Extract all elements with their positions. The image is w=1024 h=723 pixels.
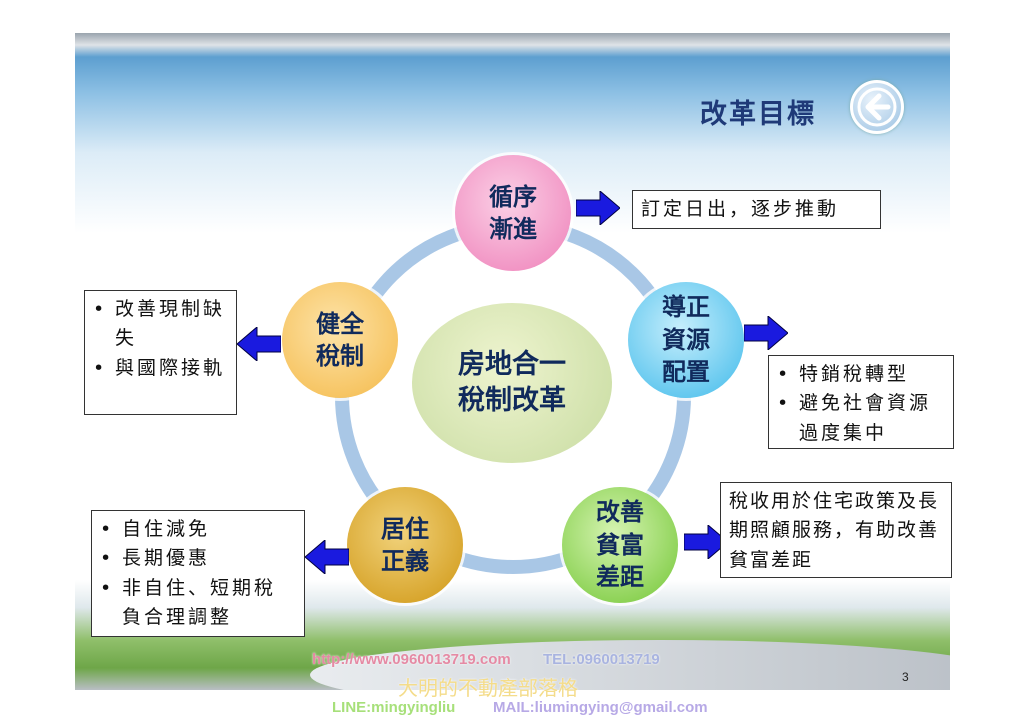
text-line: 改善 [596,497,644,527]
text-line: 自住減免 [100,515,296,544]
text-line: 資源 [662,324,710,354]
footer-url[interactable]: http://www.0960013719.com [312,651,511,668]
text-line: 與國際接軌 [93,354,228,383]
node-tax-system: 健全稅制 [282,282,398,398]
text-line: 導正 [662,292,710,322]
text-line: 避免社會資源過度集中 [777,389,945,448]
text-line: 稅制 [316,341,364,370]
footer-line: LINE:mingyingliu [332,699,456,716]
left-arrow-icon [237,327,281,361]
left-arrow-icon [305,540,349,574]
text-line: 循序 [489,181,537,211]
footer-mail[interactable]: MAIL:liumingying@gmail.com [493,699,708,716]
box-tax-system: 改善現制缺失與國際接軌 [84,290,237,415]
back-arrow-icon[interactable] [850,80,904,134]
text-line: 長期優惠 [100,544,296,573]
box-housing: 自住減免長期優惠非自住、短期稅負合理調整 [91,510,305,637]
right-arrow-icon [744,316,788,350]
text-line: 健全 [316,308,364,338]
text-line: 漸進 [489,214,537,243]
node-wealth-gap: 改善貧富差距 [562,487,678,603]
right-arrow-icon [576,191,620,225]
box-wealth-gap: 稅收用於住宅政策及長期照顧服務，有助改善貧富差距 [720,482,952,578]
footer-blog: 大明的不動產部落格 [398,676,578,700]
slide-title: 改革目標 [700,99,816,130]
text-line: 配置 [662,357,710,387]
text-line: 訂定日出，逐步推動 [641,198,840,220]
right-arrow-icon [684,525,728,559]
text-line: 非自住、短期稅負合理調整 [100,574,296,633]
text-line: 差距 [596,562,644,592]
node-gradual: 循序漸進 [455,155,571,271]
text-line: 特銷稅轉型 [777,360,945,389]
text-line: 貧富 [596,529,644,559]
box-gradual: 訂定日出，逐步推動 [632,190,881,229]
text-line: 正義 [381,546,429,575]
page-number: 3 [902,670,909,684]
text-line: 稅收用於住宅政策及長期照顧服務，有助改善貧富差距 [729,490,940,571]
node-housing: 居住正義 [347,487,463,603]
center-node: 房地合一稅制改革 [412,303,612,463]
footer-tel: TEL:0960013719 [543,651,660,668]
text-line: 改善現制缺失 [93,295,228,354]
center-line1: 房地合一 [458,348,566,380]
center-line2: 稅制改革 [458,385,566,416]
text-line: 居住 [381,513,429,543]
node-resources: 導正資源配置 [628,282,744,398]
box-resources: 特銷稅轉型避免社會資源過度集中 [768,355,954,449]
